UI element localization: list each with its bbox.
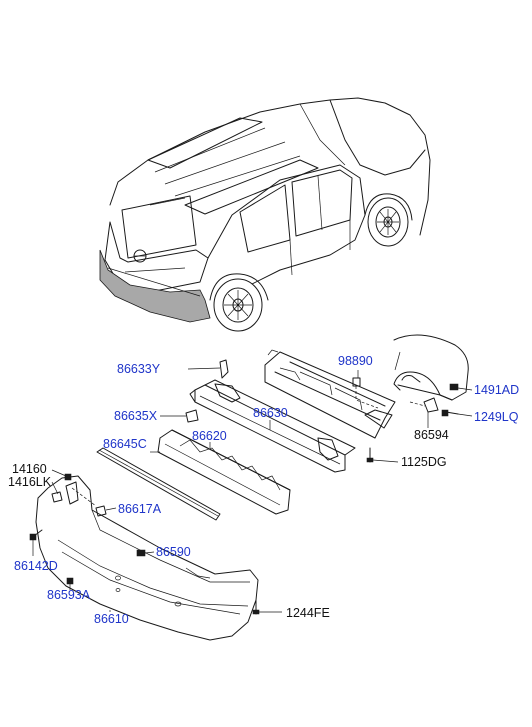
molding-strip-86645c <box>96 447 221 521</box>
part-label-1416lk: 1416LK <box>8 475 52 489</box>
part-label-98890[interactable]: 98890 <box>338 354 373 368</box>
part-label-1125dg: 1125DG <box>401 455 447 469</box>
part-label-1491ad[interactable]: 1491AD <box>474 383 520 397</box>
leader-lines <box>32 367 473 613</box>
part-label-86630[interactable]: 86630 <box>253 406 288 420</box>
rear-reinforcement <box>264 349 396 439</box>
part-label-86633y[interactable]: 86633Y <box>117 362 161 376</box>
part-label-86620[interactable]: 86620 <box>192 429 227 443</box>
fasteners <box>29 359 459 615</box>
part-label-86645c[interactable]: 86645C <box>103 437 147 451</box>
part-label-86142d[interactable]: 86142D <box>14 559 58 573</box>
part-label-86610[interactable]: 86610 <box>94 612 129 626</box>
vehicle-illustration <box>99 97 431 332</box>
rear-bumper-cover-86610 <box>35 475 259 641</box>
fender-illustration <box>393 334 469 401</box>
part-label-86594: 86594 <box>414 428 449 442</box>
bumper-beam-86630 <box>189 379 356 473</box>
part-label-1249lq[interactable]: 1249LQ <box>474 410 519 424</box>
part-label-86617a[interactable]: 86617A <box>118 502 162 516</box>
part-label-86635x[interactable]: 86635X <box>114 409 158 423</box>
part-label-1244fe: 1244FE <box>286 606 330 620</box>
part-label-86593a[interactable]: 86593A <box>47 588 91 602</box>
part-label-14160: 14160 <box>12 462 47 476</box>
part-label-86590[interactable]: 86590 <box>156 545 191 559</box>
